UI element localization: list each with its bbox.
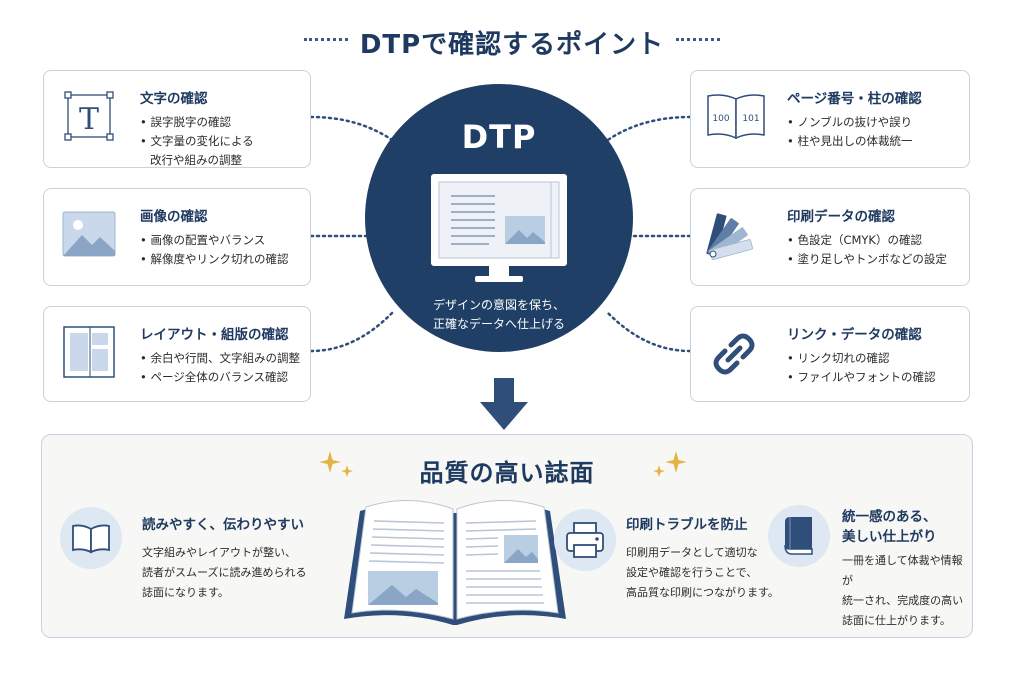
feature-title: 印刷トラブルを防止 bbox=[626, 517, 748, 533]
card-item: ノンブルの抜けや誤り bbox=[787, 113, 912, 132]
card-print-data-check: 印刷データの確認 色設定（CMYK）の確認 塗り足しやトンボなどの設定 bbox=[690, 188, 970, 286]
card-item: 余白や行間、文字組みの調整 bbox=[140, 349, 300, 368]
chain-link-icon bbox=[707, 327, 761, 381]
title-dots-right bbox=[676, 38, 720, 41]
card-title: 印刷データの確認 bbox=[787, 209, 895, 225]
svg-text:101: 101 bbox=[742, 114, 759, 124]
card-title: 文字の確認 bbox=[140, 91, 208, 107]
card-item: 塗り足しやトンボなどの設定 bbox=[787, 250, 946, 269]
dtp-circle: DTP デザインの意図を保ち、 正確なデータへ仕上げる bbox=[365, 84, 633, 352]
text-t-icon: T bbox=[62, 89, 116, 143]
layout-icon bbox=[62, 325, 116, 379]
feature-title: 統一感のある、 美しい仕上がり bbox=[842, 509, 937, 545]
sparkle-icon bbox=[653, 451, 687, 477]
result-panel: 品質の高い誌面 読みやすく、伝わりやすい 文字組みやレイアウトが整い、 読者がス… bbox=[41, 434, 973, 638]
feature-desc: 一冊を通して体裁や情報が 統一され、完成度の高い 誌面に仕上がります。 bbox=[842, 554, 964, 627]
monitor-icon bbox=[429, 172, 569, 292]
sparkle-icon bbox=[319, 451, 353, 477]
card-image-check: 画像の確認 画像の配置やバランス 解像度やリンク切れの確認 bbox=[43, 188, 311, 286]
card-link-data-check: リンク・データの確認 リンク切れの確認 ファイルやフォントの確認 bbox=[690, 306, 970, 402]
svg-text:T: T bbox=[79, 102, 99, 137]
printer-icon bbox=[554, 509, 616, 571]
card-title: ページ番号・柱の確認 bbox=[787, 91, 922, 107]
page-title: DTPで確認するポイント bbox=[359, 30, 665, 60]
card-item: ファイルやフォントの確認 bbox=[787, 368, 935, 387]
image-icon bbox=[62, 211, 116, 265]
card-item: 色設定（CMYK）の確認 bbox=[787, 231, 947, 250]
card-item: 解像度やリンク切れの確認 bbox=[140, 250, 288, 269]
dtp-label: DTP bbox=[461, 118, 537, 156]
feature-title: 読みやすく、伝わりやすい bbox=[142, 517, 304, 533]
card-item: リンク切れの確認 bbox=[787, 349, 935, 368]
open-book-illustration bbox=[344, 500, 566, 625]
color-swatch-icon bbox=[705, 207, 767, 261]
card-title: 画像の確認 bbox=[140, 209, 208, 225]
card-item: 柱や見出しの体裁統一 bbox=[787, 132, 912, 151]
down-arrow-icon bbox=[478, 378, 530, 434]
svg-text:100: 100 bbox=[712, 114, 729, 124]
feature-desc: 印刷用データとして適切な 設定や確認を行うことで、 高品質な印刷につながります。 bbox=[626, 546, 779, 599]
title-wrap: DTPで確認するポイント bbox=[0, 24, 1024, 61]
result-title: 品質の高い誌面 bbox=[419, 459, 595, 487]
open-book-pages-icon: 100 101 bbox=[705, 91, 767, 145]
card-item: 誤字脱字の確認 bbox=[140, 113, 254, 132]
card-item: ページ全体のバランス確認 bbox=[140, 368, 300, 387]
card-page-number-check: 100 101 ページ番号・柱の確認 ノンブルの抜けや誤り 柱や見出しの体裁統一 bbox=[690, 70, 970, 168]
card-title: レイアウト・組版の確認 bbox=[140, 327, 289, 343]
card-item: 画像の配置やバランス bbox=[140, 231, 288, 250]
center-caption: デザインの意図を保ち、 正確なデータへ仕上げる bbox=[365, 296, 633, 334]
title-dots-left bbox=[304, 38, 348, 41]
card-title: リンク・データの確認 bbox=[787, 327, 922, 343]
book-icon bbox=[60, 507, 122, 569]
caption-line: デザインの意図を保ち、 bbox=[432, 298, 565, 312]
caption-line: 正確なデータへ仕上げる bbox=[432, 317, 565, 331]
closed-book-icon bbox=[768, 505, 830, 567]
card-layout-check: レイアウト・組版の確認 余白や行間、文字組みの調整 ページ全体のバランス確認 bbox=[43, 306, 311, 402]
feature-desc: 文字組みやレイアウトが整い、 読者がスムーズに読み進められる 誌面になります。 bbox=[142, 546, 307, 599]
